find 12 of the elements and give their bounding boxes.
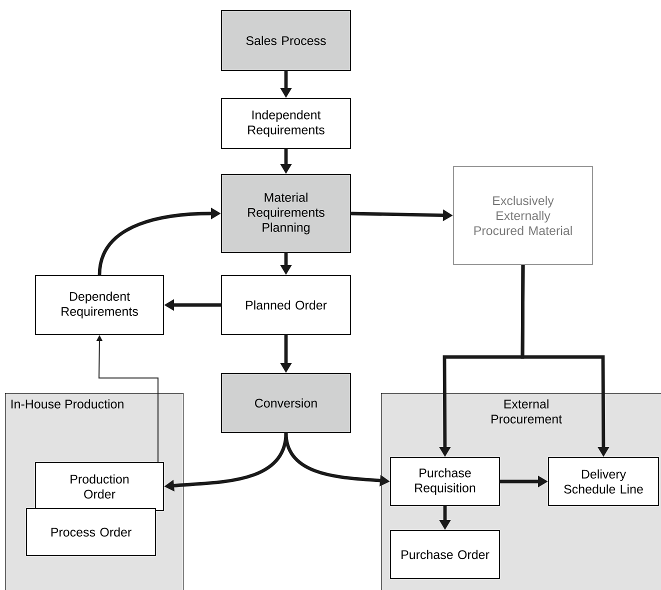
process-box: Production Order (35, 462, 164, 511)
process-box: Purchase Order (390, 530, 500, 579)
process-box: Dependent Requirements (35, 275, 164, 335)
process-box: Delivery Schedule Line (548, 457, 659, 506)
process-box: Conversion (221, 373, 351, 433)
process-box: Independent Requirements (221, 98, 351, 149)
process-box: Exclusively Externally Procured Material (453, 166, 593, 265)
process-box: Process Order (26, 508, 156, 556)
process-box: Planned Order (221, 275, 351, 335)
process-box: Purchase Requisition (390, 457, 500, 506)
process-box: Sales Process (221, 10, 351, 71)
process-box: Material Requirements Planning (221, 174, 351, 253)
